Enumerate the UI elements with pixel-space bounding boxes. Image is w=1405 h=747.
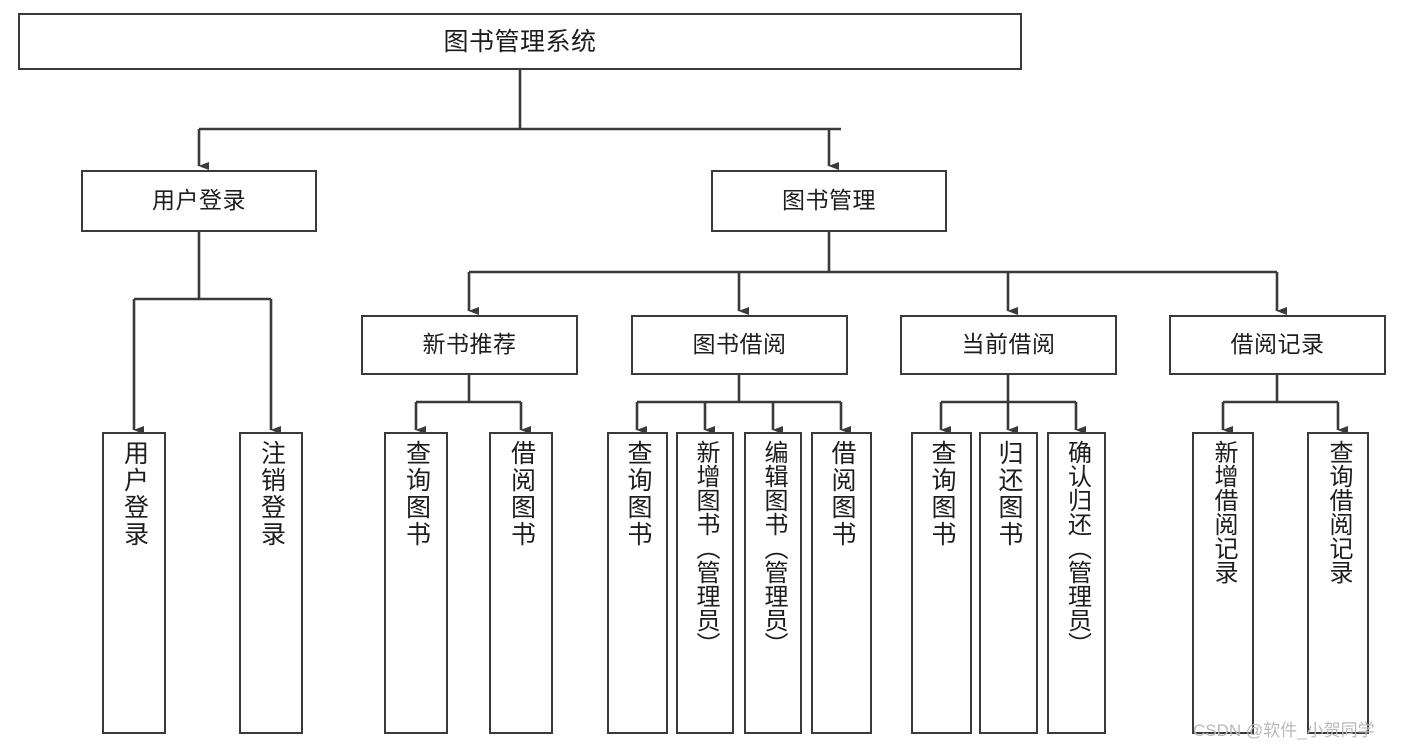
node-label: 编辑图书（管理员）	[760, 440, 787, 656]
node-label: 借阅图书	[507, 440, 536, 548]
node-root-book-management-system[interactable]: 图书管理系统	[18, 13, 1022, 70]
node-label: 用户登录	[120, 440, 149, 548]
node-label: 注销登录	[257, 440, 286, 548]
node-leaf-return-book[interactable]: 归还图书	[979, 432, 1038, 734]
node-label: 查询图书	[624, 440, 652, 548]
node-label: 新增借阅记录	[1210, 440, 1237, 584]
node-leaf-borrow-book-2[interactable]: 借阅图书	[811, 432, 872, 734]
node-leaf-add-borrow-record[interactable]: 新增借阅记录	[1192, 432, 1254, 734]
node-label: 借阅记录	[1230, 331, 1325, 358]
node-label: 当前借阅	[961, 331, 1056, 358]
node-label: 新增图书（管理员）	[692, 440, 719, 656]
node-book-borrow[interactable]: 图书借阅	[631, 315, 848, 375]
node-label: 查询借阅记录	[1325, 440, 1352, 584]
node-new-book-recommendation[interactable]: 新书推荐	[361, 315, 578, 375]
node-label: 新书推荐	[422, 331, 517, 358]
node-leaf-borrow-book-1[interactable]: 借阅图书	[489, 432, 553, 734]
node-leaf-edit-book[interactable]: 编辑图书（管理员）	[744, 432, 802, 734]
node-label: 图书借阅	[692, 331, 787, 358]
node-book-management[interactable]: 图书管理	[711, 170, 947, 232]
node-leaf-add-book[interactable]: 新增图书（管理员）	[676, 432, 734, 734]
node-label: 图书管理系统	[443, 27, 597, 56]
node-label: 查询图书	[928, 440, 956, 548]
node-label: 借阅图书	[828, 440, 856, 548]
node-current-borrow[interactable]: 当前借阅	[900, 315, 1117, 375]
node-label: 归还图书	[995, 440, 1023, 548]
node-leaf-query-book-1[interactable]: 查询图书	[384, 432, 448, 734]
node-leaf-user-login[interactable]: 用户登录	[102, 432, 166, 734]
watermark-text: CSDN @软件_小贺同学	[1193, 721, 1375, 740]
node-user-login[interactable]: 用户登录	[81, 170, 317, 232]
node-label: 查询图书	[402, 440, 431, 548]
node-label: 用户登录	[152, 187, 246, 214]
node-leaf-query-book-3[interactable]: 查询图书	[911, 432, 972, 734]
node-leaf-logout[interactable]: 注销登录	[239, 432, 303, 734]
node-label: 图书管理	[782, 187, 876, 214]
node-leaf-query-book-2[interactable]: 查询图书	[607, 432, 668, 734]
node-borrow-record[interactable]: 借阅记录	[1169, 315, 1386, 375]
node-label: 确认归还（管理员）	[1063, 440, 1091, 656]
node-leaf-query-borrow-record[interactable]: 查询借阅记录	[1307, 432, 1369, 734]
node-leaf-confirm-return[interactable]: 确认归还（管理员）	[1047, 432, 1106, 734]
